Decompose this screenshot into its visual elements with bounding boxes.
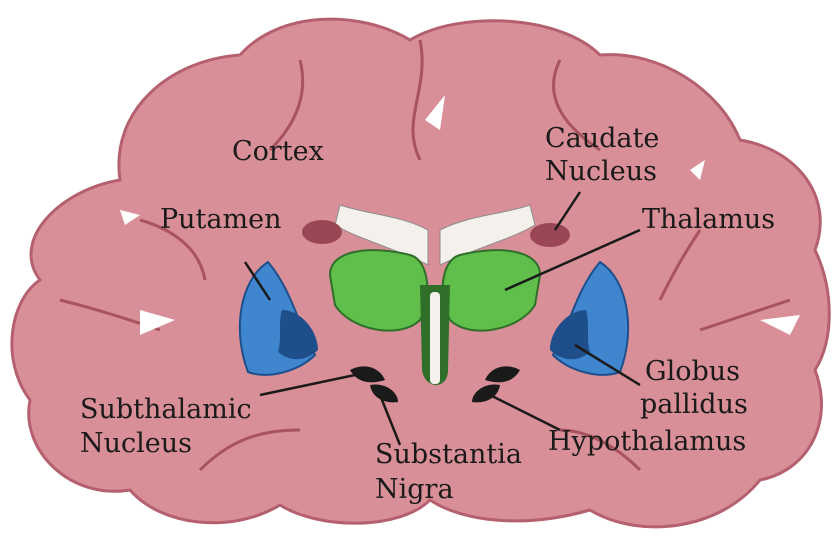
label-cortex: Cortex (232, 136, 324, 167)
label-subthalamic-line2: Nucleus (80, 428, 192, 459)
label-caudate-line2: Nucleus (545, 156, 657, 187)
label-globus-line1: Globus (645, 356, 740, 387)
caudate-nucleus-left (302, 220, 342, 244)
third-ventricle-lumen (430, 292, 440, 384)
label-thalamus: Thalamus (642, 204, 775, 235)
label-globus-line2: pallidus (640, 389, 748, 420)
label-putamen: Putamen (160, 204, 281, 235)
caudate-nucleus-right (530, 223, 570, 247)
label-caudate-line1: Caudate (545, 123, 659, 154)
label-hypothalamus: Hypothalamus (548, 426, 746, 457)
label-subthalamic-line1: Subthalamic (80, 394, 252, 425)
label-substantia-line1: Substantia (375, 439, 522, 470)
label-substantia-line2: Nigra (375, 474, 454, 505)
